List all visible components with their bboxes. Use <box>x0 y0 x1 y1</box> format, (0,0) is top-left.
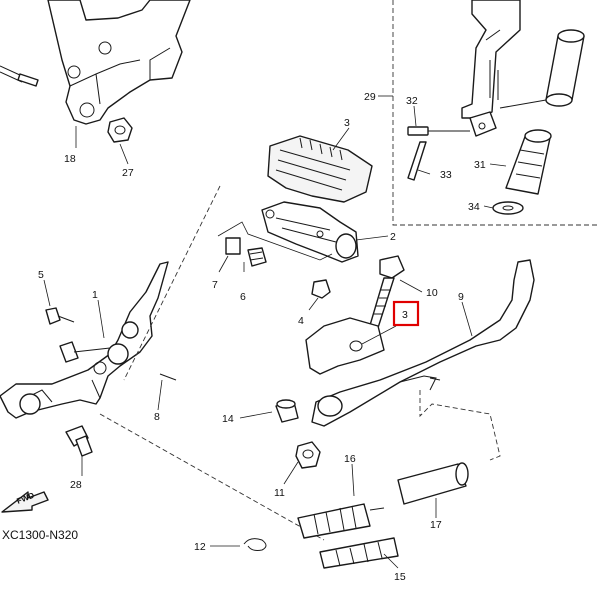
side-stand-arm-part <box>311 259 535 427</box>
footrest-rubber-part <box>267 135 373 203</box>
callout-3-top: 3 <box>344 117 350 129</box>
callout-14: 14 <box>222 413 234 425</box>
collar-14-part <box>275 399 299 423</box>
bolt-part <box>0 65 39 87</box>
collar-7-part <box>225 237 241 255</box>
inset-pin-part <box>499 29 585 109</box>
callout-12: 12 <box>194 541 206 553</box>
cotter-pin-8-part <box>159 373 177 381</box>
callout-2: 2 <box>390 231 396 243</box>
callout-9: 9 <box>458 291 464 303</box>
washer-34-part <box>492 201 524 215</box>
callout-31: 31 <box>474 159 486 171</box>
pivot-pin-part <box>59 341 111 363</box>
nut-4-part <box>311 279 331 299</box>
circlip-12-part <box>243 538 267 551</box>
pin-5-part <box>45 307 75 325</box>
bolt-32-part <box>407 126 470 136</box>
callout-33: 33 <box>440 169 452 181</box>
bolt-28-part <box>65 425 93 457</box>
frame-bracket-part <box>47 0 191 125</box>
callout-34: 34 <box>468 201 480 213</box>
callout-10: 10 <box>426 287 438 299</box>
spring-16-part <box>297 503 385 539</box>
callout-8: 8 <box>154 411 160 423</box>
stand-bracket-part <box>0 261 169 419</box>
stand-pipe-17-part <box>397 462 469 505</box>
highlight-box <box>392 300 420 327</box>
callout-28: 28 <box>70 479 82 491</box>
nut-11-part <box>295 441 321 469</box>
footrest-bracket-part <box>261 201 359 263</box>
nut-27-part <box>107 117 133 143</box>
callout-16: 16 <box>344 453 356 465</box>
diagram-code: XC1300-N320 <box>2 528 78 542</box>
callout-6: 6 <box>240 291 246 303</box>
assembly-line-3 <box>419 390 501 461</box>
callout-32: 32 <box>406 95 418 107</box>
cotter-pin-33-part <box>407 141 427 181</box>
callout-7: 7 <box>212 279 218 291</box>
callout-1: 1 <box>92 289 98 301</box>
leader-lines <box>43 95 507 569</box>
spring-15-part <box>319 537 399 569</box>
callout-29: 29 <box>364 91 376 103</box>
inset-box <box>392 0 600 226</box>
callout-5: 5 <box>38 269 44 281</box>
rubber-grip-31-part <box>505 129 552 195</box>
callout-11: 11 <box>274 487 285 499</box>
assembly-line-1 <box>123 185 221 381</box>
assembly-line-2 <box>99 413 325 541</box>
callout-17: 17 <box>430 519 442 531</box>
cover-plate-part <box>305 317 385 375</box>
callout-18: 18 <box>64 153 76 165</box>
callout-4: 4 <box>298 315 304 327</box>
callout-27: 27 <box>122 167 134 179</box>
bracket-arm-part <box>461 0 521 137</box>
spring-6-part <box>247 247 267 267</box>
callout-3-highlighted: 3 <box>402 309 408 321</box>
fwd-arrow-icon: FWD <box>1 491 49 513</box>
callout-15: 15 <box>394 571 406 583</box>
bolt-10-part <box>367 255 405 335</box>
